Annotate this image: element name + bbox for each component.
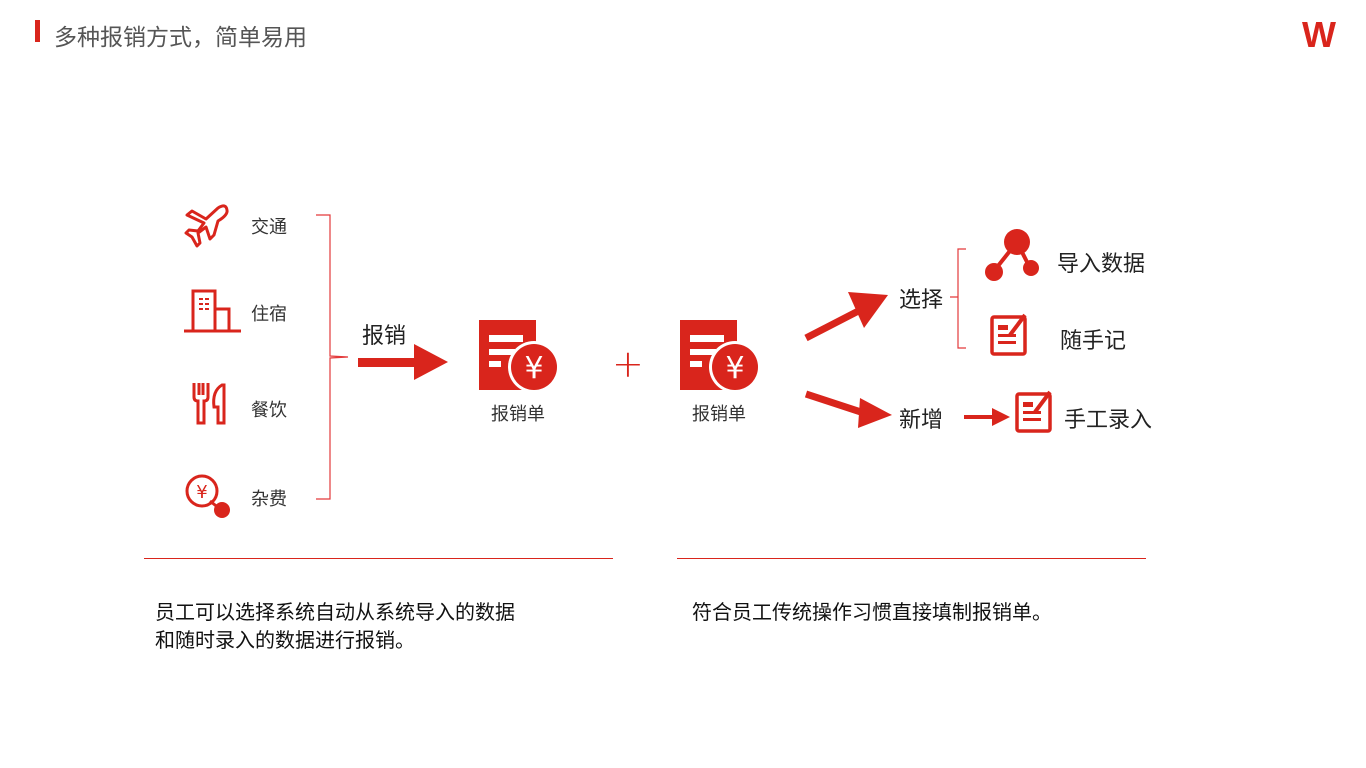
yen-coin-icon: ¥	[185, 474, 230, 518]
title-accent-bar	[35, 20, 40, 42]
category-label: 杂费	[251, 489, 287, 510]
left-description: 员工可以选择系统自动从系统导入的数据 和随时录入的数据进行报销。	[155, 598, 515, 654]
svg-text:¥: ¥	[524, 351, 543, 386]
new-label: 新增	[899, 408, 944, 433]
notepad-edit-icon	[1015, 390, 1052, 433]
option-manual-entry: 手工录入	[1064, 408, 1153, 433]
description-line: 员工可以选择系统自动从系统导入的数据	[155, 600, 515, 624]
bracket-left	[316, 214, 349, 500]
choose-label: 选择	[899, 288, 944, 313]
bracket-right	[950, 248, 966, 349]
divider-right	[677, 558, 1146, 559]
option-quick-note: 随手记	[1060, 329, 1127, 354]
fork-knife-icon	[192, 383, 226, 425]
import-data-icon	[985, 229, 1039, 281]
expense-form-icon: ¥	[479, 320, 560, 393]
category-label: 住宿	[251, 304, 287, 325]
expense-form-label: 报销单	[491, 404, 545, 425]
option-import-data: 导入数据	[1057, 252, 1146, 277]
branch-arrows-icon	[804, 292, 892, 428]
building-icon	[184, 289, 241, 333]
page-title: 多种报销方式，简单易用	[54, 25, 307, 51]
reimburse-arrow-label: 报销	[362, 324, 407, 349]
expense-form-label: 报销单	[692, 404, 746, 425]
category-label: 餐饮	[251, 400, 287, 421]
expense-form-icon: ¥	[680, 320, 761, 393]
svg-text:¥: ¥	[196, 482, 207, 503]
divider-left	[144, 558, 613, 559]
arrow-right-icon	[964, 408, 1010, 426]
svg-text:¥: ¥	[725, 351, 744, 386]
right-description: 符合员工传统操作习惯直接填制报销单。	[692, 600, 1052, 624]
plus-sign: +	[612, 342, 644, 386]
airplane-icon	[184, 204, 229, 248]
arrow-right-icon	[358, 344, 448, 380]
notepad-edit-icon	[990, 313, 1027, 356]
category-label: 交通	[251, 217, 287, 238]
logo: W	[1302, 14, 1336, 55]
description-line: 和随时录入的数据进行报销。	[155, 628, 415, 652]
